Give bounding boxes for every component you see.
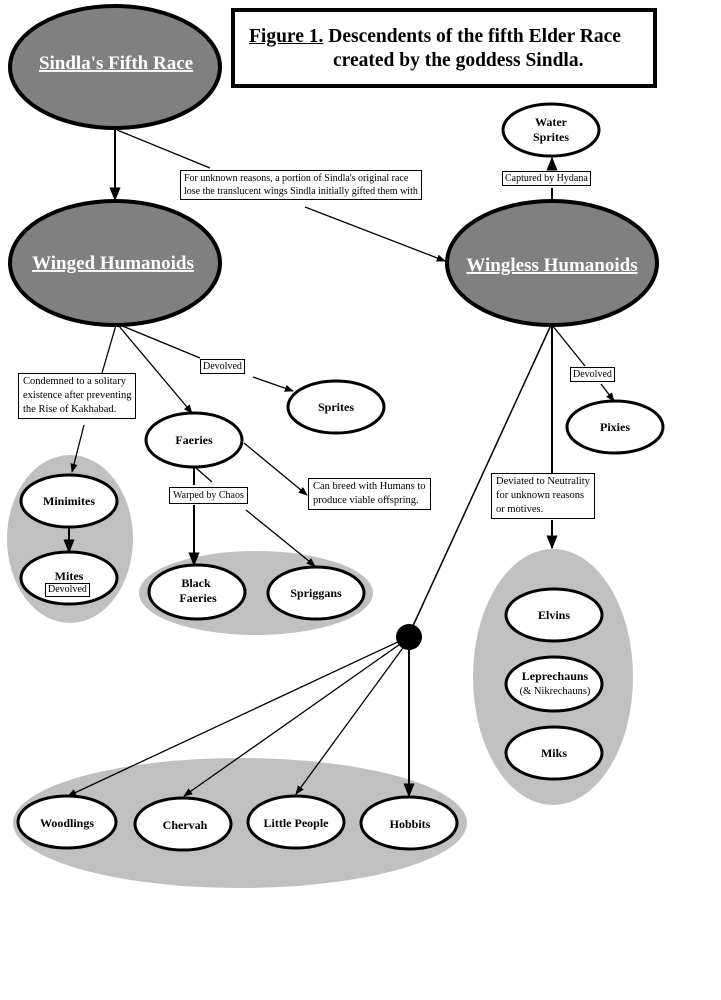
edge-label-condemned: Condemned to a solitary existence after … (18, 373, 137, 419)
node-label: Elvins (538, 608, 570, 622)
label-line: Can breed with Humans to (313, 481, 426, 492)
figure-label: Figure 1. (249, 26, 324, 47)
node-leprechauns[interactable]: Leprechauns (& Nikrechauns) (504, 655, 604, 713)
node-spriggans[interactable]: Spriggans (266, 565, 366, 621)
edge-label-devolved-mites: Devolved (45, 583, 90, 597)
node-label: Faeries (179, 591, 217, 605)
edge-junction-woodlings (67, 639, 403, 797)
node-label: Hobbits (390, 817, 431, 831)
node-hobbits[interactable]: Hobbits (359, 795, 459, 851)
edge-label-warped: Warped by Chaos (169, 487, 248, 504)
label-line: lose the translucent wings Sindla initia… (184, 186, 418, 197)
node-label: Faeries (175, 433, 213, 447)
edge-label-devolved-sprites: Devolved (200, 359, 245, 374)
edge-junction-littlepeople (295, 644, 406, 795)
figure-title-box: Figure 1. Descendents of the fifth Elder… (231, 8, 657, 88)
label-line: the Rise of Kakhabad. (23, 404, 117, 415)
node-label: Chervah (163, 818, 208, 832)
node-faeries[interactable]: Faeries (144, 411, 244, 469)
edge-wingless-devolved (551, 324, 586, 367)
node-label: Winged Humanoids (32, 253, 194, 274)
node-label: Little People (264, 816, 330, 830)
label-line: For unknown reasons, a portion of Sindla… (184, 173, 409, 184)
figure-title-line1: Figure 1. Descendents of the fifth Elder… (249, 26, 621, 48)
node-chervah[interactable]: Chervah (133, 796, 233, 852)
node-label: Sindla's Fifth Race (39, 53, 193, 74)
figure-title-line2: created by the goddess Sindla. (333, 50, 584, 71)
edge-winged-faeries (117, 324, 193, 414)
node-wingless-humanoids[interactable]: Wingless Humanoids (445, 199, 659, 327)
node-label: Sprites (533, 130, 569, 144)
node-miks[interactable]: Miks (504, 725, 604, 781)
edge-label-neutrality: Deviated to Neutrality for unknown reaso… (491, 473, 595, 519)
node-water-sprites[interactable]: Water Sprites (501, 102, 601, 158)
edge-devolved-pixies (600, 383, 615, 402)
node-label: Miks (541, 746, 567, 760)
edge-devolved-sprites (252, 376, 294, 392)
node-label: Woodlings (40, 816, 94, 830)
node-label: Spriggans (290, 586, 342, 600)
node-woodlings[interactable]: Woodlings (16, 794, 118, 850)
edge-label-captured: Captured by Hydana (502, 171, 591, 186)
edge-label-devolved-pixies: Devolved (570, 367, 615, 382)
node-pixies[interactable]: Pixies (565, 399, 665, 455)
node-label: Black (181, 576, 211, 590)
edge-winged-devolved (119, 324, 201, 359)
node-winged-humanoids[interactable]: Winged Humanoids (8, 199, 222, 327)
group-wingless-descendants (13, 758, 467, 888)
node-label: Wingless Humanoids (466, 255, 637, 276)
node-label: Pixies (600, 420, 630, 434)
label-line: or motives. (496, 504, 544, 515)
node-label: Water (535, 115, 568, 129)
edge-junction-chervah (183, 641, 404, 797)
edge-warped-spriggans (245, 509, 316, 567)
label-line: Deviated to Neutrality (496, 476, 590, 487)
edge-winged-condemned (101, 324, 117, 374)
edge-faeries-warped-2 (195, 467, 213, 483)
node-label: Leprechauns (522, 669, 589, 683)
label-line: Condemned to a solitary (23, 376, 126, 387)
node-sprites[interactable]: Sprites (286, 379, 386, 435)
label-line: for unknown reasons (496, 490, 585, 501)
node-label: Sprites (318, 400, 354, 414)
edge-condemned-minimites (70, 424, 85, 473)
node-minimites[interactable]: Minimites (19, 473, 119, 529)
figure-title-text: Descendents of the fifth Elder Race (323, 26, 621, 47)
node-label: Minimites (43, 494, 95, 508)
node-sindlas-fifth-race[interactable]: Sindla's Fifth Race (8, 4, 222, 130)
edge-wingless-junction (411, 324, 552, 629)
node-black-faeries[interactable]: Black Faeries (147, 563, 247, 621)
label-line: existence after preventing (23, 390, 132, 401)
label-line: produce viable offspring. (313, 495, 419, 506)
node-little-people[interactable]: Little People (246, 794, 346, 850)
junction-node (396, 624, 422, 650)
edge-label-breed: Can breed with Humans to produce viable … (308, 478, 431, 510)
edge-lose-label-wingless (304, 206, 446, 262)
edge-label-lose-wings: For unknown reasons, a portion of Sindla… (180, 170, 422, 200)
node-label: Mites (55, 569, 84, 583)
node-elvins[interactable]: Elvins (504, 587, 604, 643)
edge-faeries-breed (243, 442, 308, 496)
edge-root-lose-label (116, 129, 211, 169)
node-sublabel: (& Nikrechauns) (520, 686, 591, 697)
